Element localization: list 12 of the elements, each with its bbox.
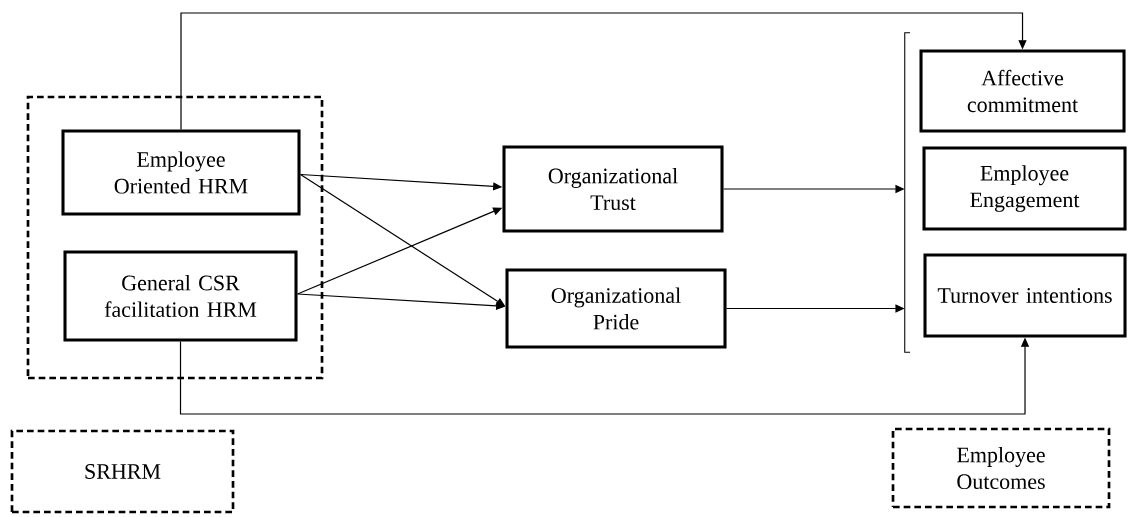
outcome-box: Turnover intentions (923, 253, 1127, 338)
arrow (180, 12, 1027, 131)
construct-box: Employee Oriented HRM (61, 129, 301, 216)
mediator-box: Organizational Pride (505, 268, 727, 349)
outcome-box: Affective commitment (919, 49, 1126, 133)
bracket (904, 32, 911, 353)
construct-box: General CSR facilitation HRM (63, 250, 298, 342)
category-box: Employee Outcomes (891, 427, 1111, 509)
group-box (26, 95, 324, 380)
category-box: SRHRM (10, 429, 235, 514)
mediator-box: Organizational Trust (502, 145, 724, 233)
outcome-box: Employee Engagement (922, 146, 1127, 231)
